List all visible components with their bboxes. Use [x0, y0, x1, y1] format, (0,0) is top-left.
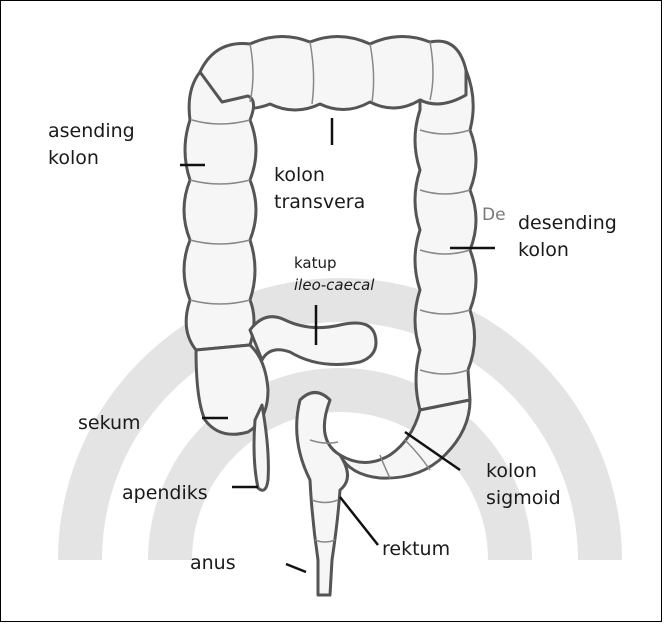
ascending-colon	[184, 72, 256, 350]
pointer-rektum	[340, 497, 378, 545]
label-asending-line2: kolon	[48, 145, 135, 172]
label-katup: katup ileo-caecal	[294, 252, 374, 296]
label-transversa-line2: transvera	[274, 189, 365, 216]
label-sigmoid-colon: kolon sigmoid	[486, 458, 561, 512]
label-sigmoid-line1: kolon	[486, 458, 561, 485]
descending-colon	[415, 70, 476, 410]
label-asending-colon: asending kolon	[48, 118, 135, 172]
label-katup-line1: katup	[294, 252, 374, 274]
pointer-anus	[286, 564, 306, 572]
label-desending-line2: kolon	[518, 237, 617, 264]
label-rektum: rektum	[382, 536, 450, 563]
rectum	[297, 393, 348, 596]
label-desending-colon: desending kolon	[518, 210, 617, 264]
label-anus: anus	[190, 550, 236, 577]
label-transversa-line1: kolon	[274, 162, 365, 189]
label-asending-line1: asending	[48, 118, 135, 145]
label-katup-line2: ileo-caecal	[294, 274, 374, 296]
label-transverse-colon: kolon transvera	[274, 162, 365, 216]
label-desending-line1: desending	[518, 210, 617, 237]
label-apendiks: apendiks	[122, 480, 208, 507]
label-fragment-de: De	[482, 202, 506, 229]
label-sigmoid-line2: sigmoid	[486, 485, 561, 512]
ileocaecal-valve	[250, 317, 376, 365]
label-sekum: sekum	[78, 410, 141, 437]
